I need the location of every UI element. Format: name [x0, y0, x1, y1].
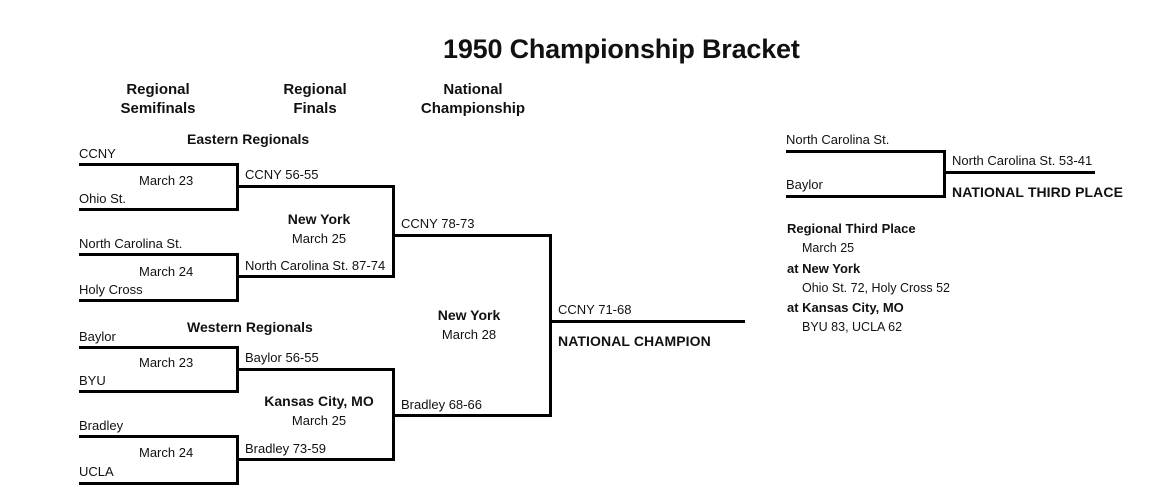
award-national-third-place: NATIONAL THIRD PLACE	[952, 184, 1124, 200]
regional-third-place-site-1: at New York	[787, 261, 861, 276]
bracket-line	[236, 275, 395, 278]
column-header-line2: Finals	[293, 99, 337, 117]
site-east-final: New York	[287, 211, 351, 227]
result-east-sf1: CCNY 56-55	[245, 167, 319, 182]
bracket-line	[79, 482, 239, 485]
bracket-line	[236, 185, 395, 188]
bracket-line	[79, 208, 239, 211]
site-west-final: Kansas City, MO	[264, 393, 374, 409]
bracket-line	[236, 368, 395, 371]
bracket-line	[786, 195, 946, 198]
team-ucla: UCLA	[79, 464, 114, 479]
column-header-line1: Regional	[126, 81, 190, 98]
game-date-east-sf2: March 24	[139, 264, 194, 279]
game-date-west-sf1: March 23	[139, 355, 194, 370]
result-east-sf2: North Carolina St. 87-74	[245, 258, 386, 273]
team-baylor: Baylor	[79, 329, 116, 344]
team-third-place-bottom: Baylor	[786, 177, 823, 192]
bracket-connector	[392, 185, 395, 278]
regional-third-place-date: March 25	[802, 241, 855, 255]
team-ohio-st: Ohio St.	[79, 191, 126, 206]
team-holy-cross: Holy Cross	[79, 282, 143, 297]
bracket-line	[79, 435, 239, 438]
result-championship: CCNY 71-68	[558, 302, 632, 317]
bracket-line	[392, 234, 552, 237]
page-title: 1950 Championship Bracket	[443, 34, 800, 64]
game-date-west-sf2: March 24	[139, 445, 194, 460]
game-date-west-final: March 25	[291, 413, 347, 428]
column-header-regional-finals: Regional Finals	[255, 81, 375, 119]
column-header-line1: Regional	[283, 81, 347, 98]
bracket-line	[79, 390, 239, 393]
game-date-championship: March 28	[441, 327, 497, 342]
region-heading-eastern: Eastern Regionals	[187, 131, 310, 147]
result-third-place: North Carolina St. 53-41	[952, 153, 1093, 168]
column-header-line2: Championship	[420, 99, 526, 117]
team-third-place-top: North Carolina St.	[786, 132, 890, 147]
result-west-sf2: Bradley 73-59	[245, 441, 326, 456]
result-west-sf1: Baylor 56-55	[245, 350, 319, 365]
bracket-line	[943, 171, 1095, 174]
bracket-line	[549, 320, 745, 323]
region-heading-western: Western Regionals	[187, 319, 313, 335]
team-bradley: Bradley	[79, 418, 124, 433]
bracket-line	[786, 150, 946, 153]
bracket-line	[79, 163, 239, 166]
bracket-line	[79, 346, 239, 349]
site-championship: New York	[437, 307, 501, 323]
column-header-line1: National	[443, 81, 503, 98]
bracket-line	[392, 414, 552, 417]
bracket-line	[236, 458, 395, 461]
team-byu: BYU	[79, 373, 106, 388]
result-west-final: Bradley 68-66	[401, 397, 482, 412]
column-header-regional-semifinals: Regional Semifinals	[98, 81, 218, 119]
column-header-line2: Semifinals	[120, 99, 196, 117]
team-north-carolina-st: North Carolina St.	[79, 236, 183, 251]
regional-third-place-heading: Regional Third Place	[787, 221, 916, 236]
game-date-east-final: March 25	[291, 231, 347, 246]
bracket-line	[79, 253, 239, 256]
team-ccny: CCNY	[79, 146, 116, 161]
result-east-final: CCNY 78-73	[401, 216, 475, 231]
bracket-connector	[549, 234, 552, 416]
column-header-national-championship: National Championship	[405, 81, 541, 119]
game-date-east-sf1: March 23	[139, 173, 194, 188]
bracket-line	[79, 299, 239, 302]
award-national-champion: NATIONAL CHAMPION	[558, 333, 711, 349]
regional-third-place-game-2: BYU 83, UCLA 62	[802, 320, 903, 334]
regional-third-place-game-1: Ohio St. 72, Holy Cross 52	[802, 281, 950, 295]
regional-third-place-site-2: at Kansas City, MO	[787, 300, 904, 315]
